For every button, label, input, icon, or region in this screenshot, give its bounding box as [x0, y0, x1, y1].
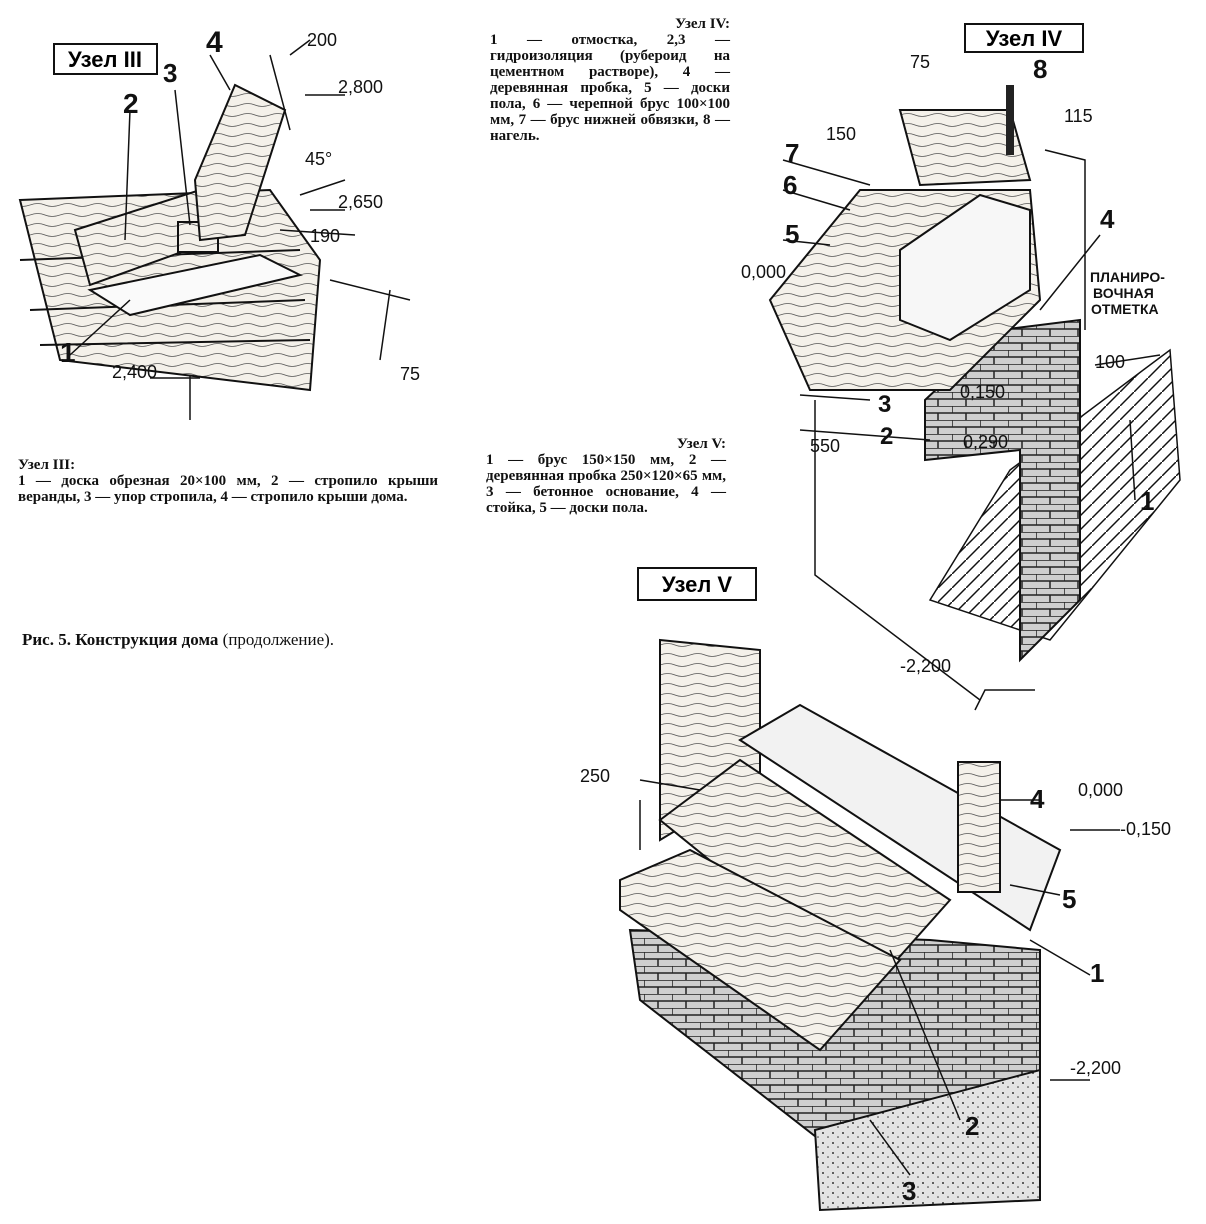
node5-caption-body: 1 — брус 150×150 мм, 2 — деревянная проб… [486, 452, 726, 516]
node4-title: Узел IV [986, 26, 1063, 51]
node5-caption-head: Узел V: [676, 436, 726, 452]
node4-dim-115: 115 [1064, 106, 1093, 126]
node4-label-4: 4 [1100, 204, 1115, 234]
node3-dim-2800: 2,800 [338, 77, 383, 97]
node4-title-box: Узел IV [964, 23, 1084, 53]
node3-dim-2400: 2,400 [112, 362, 157, 382]
node4-dim-2200: -2,200 [900, 656, 951, 676]
node5-title: Узел V [662, 572, 733, 597]
node5-post [957, 761, 1001, 893]
node3-title: Узел III [68, 47, 142, 72]
node4-dim-75: 75 [910, 52, 930, 72]
node3-caption-body: 1 — доска обрезная 20×100 мм, 2 — стропи… [18, 473, 438, 505]
node4-dim-550: 550 [810, 436, 840, 456]
node5-dim-0150: -0,150 [1120, 819, 1171, 839]
node3-dim-2650: 2,650 [338, 192, 383, 212]
node3-label-1: 1 [60, 337, 76, 368]
node3-dim-75: 75 [400, 364, 420, 384]
node4-planning-3: ОТМЕТКА [1091, 301, 1159, 317]
node5-caption: Узел V: 1 — брус 150×150 мм, 2 — деревян… [486, 436, 726, 516]
node3-dim-190: 190 [310, 226, 340, 246]
node3-dim-200: 200 [307, 30, 337, 50]
node5-concrete-base [813, 1068, 1041, 1212]
node4-bottom-beam [899, 193, 1031, 342]
node5-dim-0000: 0,000 [1078, 780, 1123, 800]
node5-label-5: 5 [1062, 884, 1076, 914]
node4-label-8: 8 [1033, 54, 1047, 84]
figure-caption-suffix: (продолжение). [218, 630, 335, 649]
node4-nagel [1006, 85, 1014, 155]
node5-label-4: 4 [1030, 784, 1045, 814]
node4-brick-foundation [924, 318, 1081, 663]
node4-caption: Узел IV: 1 — отмостка, 2,3 — гидроизоляц… [490, 16, 730, 144]
node4-dim-150: 150 [826, 124, 856, 144]
node4-dim-100: 100 [1095, 352, 1125, 372]
node4-dim-0150: 0,150 [960, 382, 1005, 402]
node4-planning-1: ПЛАНИРО- [1090, 269, 1165, 285]
node4-dim-0000: 0,000 [741, 262, 786, 282]
node3-dim-45: 45° [305, 149, 332, 169]
node4-label-3: 3 [878, 391, 891, 418]
node5-label-3: 3 [902, 1176, 916, 1206]
node4-dim-0290: 0,290 [963, 432, 1008, 452]
node3-label-3: 3 [163, 58, 177, 88]
node3-caption-head: Узел III: [18, 457, 76, 473]
node4-caption-head: Узел IV: [675, 16, 730, 32]
figure-caption: Рис. 5. Конструкция дома (продолжение). [22, 630, 334, 650]
node5-title-box: Узел V [637, 567, 757, 601]
node3-label-2: 2 [123, 88, 139, 119]
node5-drawing: Узел V 4 5 1 2 3 250 0,000 -0,150 -2,200 [580, 567, 1171, 1212]
node5-dim-2200: -2,200 [1070, 1058, 1121, 1078]
node4-label-1: 1 [1140, 486, 1154, 516]
node4-top-beam [898, 109, 1032, 187]
node4-drawing: Узел IV 8 7 6 5 4 3 2 1 75 115 150 0,000… [741, 23, 1181, 711]
node3-drawing: Узел III 4 3 2 1 200 2,800 45° 2,650 190… [18, 26, 420, 420]
figure-caption-label: Рис. 5. Конструкция дома [22, 630, 219, 649]
node5-floor-board-front [619, 848, 902, 1052]
node4-label-5: 5 [785, 219, 799, 249]
node3-title-box: Узел III [53, 43, 158, 75]
node5-label-1: 1 [1090, 958, 1104, 988]
node4-caption-body: 1 — отмостка, 2,3 — гидроизоляция (рубер… [490, 32, 730, 144]
node4-label-7: 7 [785, 138, 799, 168]
node3-house-rafter [193, 83, 287, 242]
node3-label-4: 4 [206, 26, 223, 59]
node3-board [87, 253, 303, 317]
node4-label-6: 6 [783, 170, 797, 200]
node3-caption: Узел III: 1 — доска обрезная 20×100 мм, … [18, 457, 438, 505]
node5-dim-250: 250 [580, 766, 610, 786]
node5-label-2: 2 [965, 1111, 979, 1141]
node4-label-2: 2 [880, 423, 893, 450]
node4-planning-2: ВОЧНАЯ [1093, 285, 1154, 301]
